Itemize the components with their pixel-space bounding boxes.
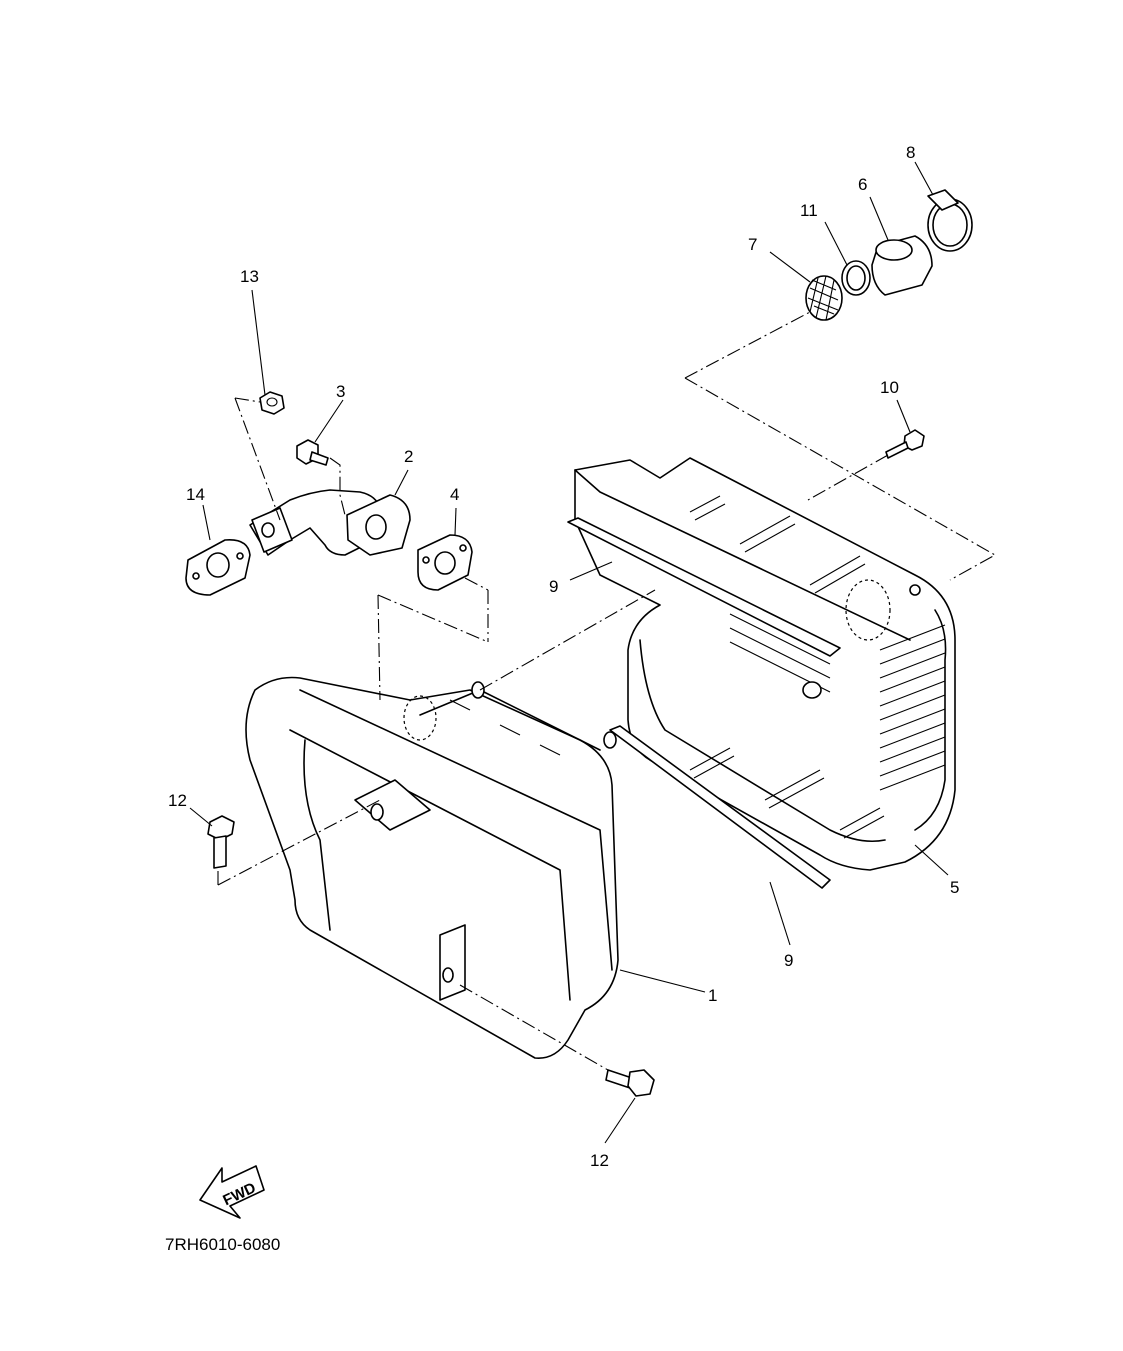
- callout-9-upper: 9: [549, 577, 558, 596]
- callout-4: 4: [450, 485, 459, 504]
- callout-6: 6: [858, 175, 867, 194]
- leader-lines: [189, 161, 949, 1144]
- gasket-part-14: [185, 538, 251, 596]
- sleeve-part-6: [871, 235, 933, 296]
- bolt-part-12-bottom: [605, 1069, 655, 1097]
- ring-part-11: [841, 260, 871, 296]
- gasket-strip-part-9-lower: [609, 725, 831, 889]
- callout-10: 10: [880, 378, 899, 397]
- gasket-strip-part-9-upper: [567, 517, 841, 657]
- callout-14: 14: [186, 485, 205, 504]
- callout-3: 3: [336, 382, 345, 401]
- bolt-part-10: [885, 429, 925, 459]
- muffler-protector-part-5: [574, 457, 956, 871]
- gasket-part-4: [417, 534, 473, 591]
- callout-2: 2: [404, 447, 413, 466]
- callout-7: 7: [748, 235, 757, 254]
- screen-part-7: [805, 275, 843, 321]
- diagram-part-number: 7RH6010-6080: [165, 1235, 280, 1254]
- clamp-part-8: [927, 189, 973, 252]
- exhaust-pipe-part-2: [249, 489, 411, 556]
- callout-12-left: 12: [168, 791, 187, 810]
- callout-labels: 1 2 3 4 5 6 7 8 9 9 10 11 12 12 13 14: [168, 143, 959, 1170]
- bolt-part-3: [296, 439, 329, 466]
- nut-part-13: [259, 391, 285, 415]
- callout-8: 8: [906, 143, 915, 162]
- assembly-lines: [217, 311, 997, 1071]
- fwd-arrow-icon: FWD: [199, 1165, 265, 1219]
- callout-13: 13: [240, 267, 259, 286]
- callout-11: 11: [800, 201, 818, 220]
- callout-12-bottom: 12: [590, 1151, 609, 1170]
- muffler-body-part-1: [245, 676, 619, 1059]
- callout-9-lower: 9: [784, 951, 793, 970]
- callout-5: 5: [950, 878, 959, 897]
- callout-1: 1: [708, 986, 717, 1005]
- bolt-part-12-left: [207, 815, 235, 869]
